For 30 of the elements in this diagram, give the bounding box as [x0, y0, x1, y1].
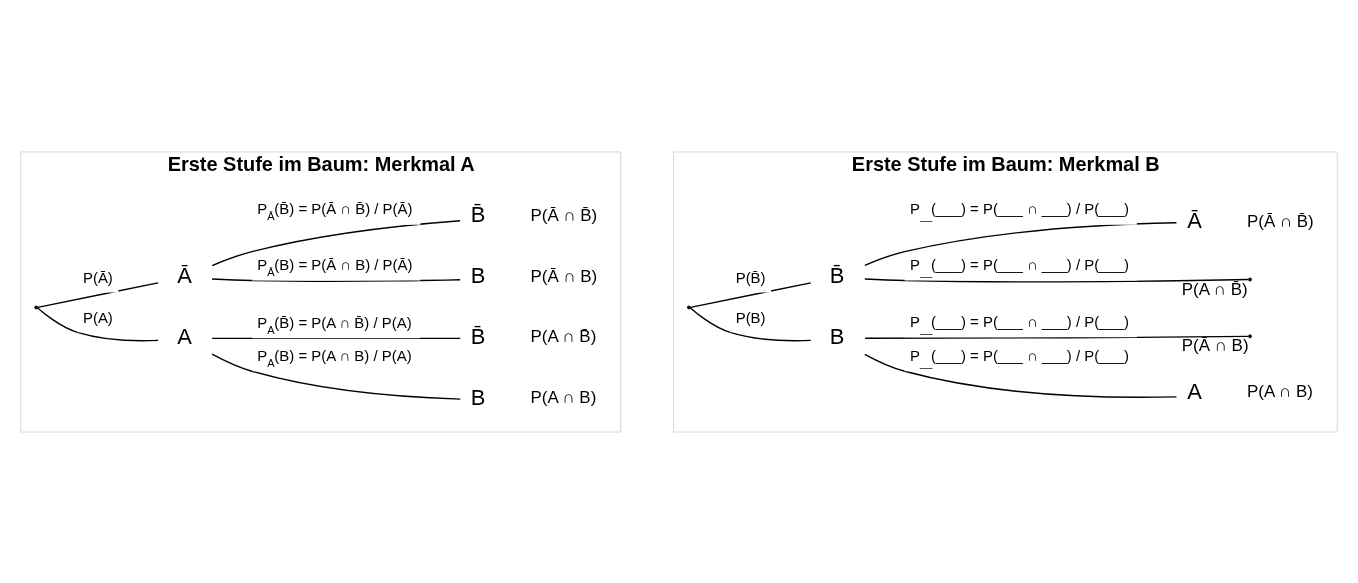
edge-label: P$_{Ā}$(B̄) = P(Ā ∩ B̄) / P(Ā)	[257, 199, 413, 222]
node-label: P(Ā ∩ B)	[530, 266, 598, 286]
node-text: A	[177, 323, 192, 349]
edge-label: P(A)	[82, 308, 113, 326]
node-label: P(Ā ∩ B)	[1181, 335, 1249, 355]
edge-label: P$_{__}$(___) = P(___ ∩ ___) / P(___)	[910, 199, 1130, 222]
edge-label: P$_{__}$(___) = P(___ ∩ ___) / P(___)	[910, 346, 1130, 369]
node-text: B	[470, 262, 486, 288]
edge-label: P(B̄)	[735, 268, 766, 286]
node-text: B	[829, 323, 845, 349]
node-text: B̄	[470, 323, 486, 349]
edge-label: P(B)	[735, 308, 766, 326]
node-text: Ā	[1187, 207, 1202, 233]
edge-label: P$_{__}$(___) = P(___ ∩ ___) / P(___)	[910, 255, 1130, 278]
node-text: A	[1187, 378, 1202, 404]
node-label: P(A ∩ B)	[530, 387, 597, 407]
node-label: P(Ā ∩ B̄)	[530, 205, 598, 225]
node-text: B	[470, 384, 486, 410]
node-label: P(A ∩ B)	[1247, 381, 1313, 401]
node-text: B̄	[829, 262, 845, 288]
edge-label: P(Ā)	[82, 268, 113, 286]
node-label: P(Ā ∩ B̄)	[1247, 211, 1314, 231]
edge-label: P$_{__}$(___) = P(___ ∩ ___) / P(___)	[910, 312, 1130, 335]
node-label: P(A ∩ B̄)	[530, 326, 597, 346]
edge-label: P$_{A}$(B) = P(A ∩ B) / P(A)	[257, 346, 412, 369]
node-text: B̄	[470, 201, 486, 227]
edge-label: P$_{A}$(B̄) = P(A ∩ B̄) / P(A)	[257, 313, 412, 336]
node-label: P(A ∩ B̄)	[1181, 279, 1248, 299]
node-text: Ā	[177, 262, 192, 288]
edge-label: P$_{Ā}$(B) = P(Ā ∩ B) / P(Ā)	[257, 255, 413, 278]
